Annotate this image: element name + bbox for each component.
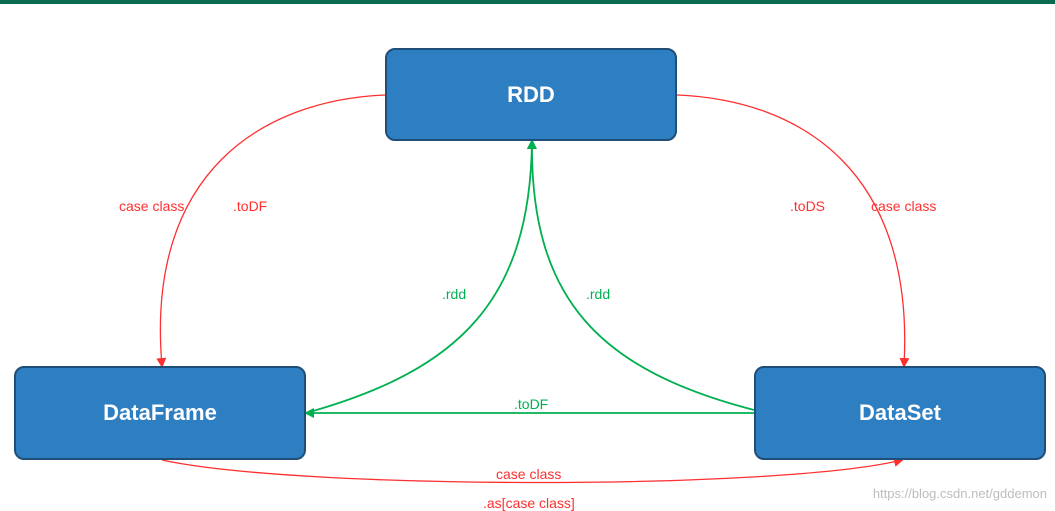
rdd-node: RDD (385, 48, 677, 141)
dataframe-node-label: DataFrame (103, 400, 217, 425)
edge-rdd-to-dataset (676, 94, 910, 368)
edge-label-rdd-df-case-class: case class (119, 198, 185, 214)
edge-label-rdd-ds-case-class: case class (871, 198, 937, 214)
edge-dataframe-to-rdd (305, 139, 537, 414)
dataset-node: DataSet (754, 366, 1046, 460)
edge-label-rdd-df-todf: .toDF (233, 198, 268, 214)
edge-label-ds-df-todf: .toDF (514, 396, 549, 412)
top-accent-bar (0, 0, 1055, 4)
edge-label-df-ds-as: .as[case class] (483, 495, 575, 511)
dataset-node-label: DataSet (859, 400, 941, 425)
edge-label-ds-rdd: .rdd (586, 286, 611, 302)
rdd-node-label: RDD (507, 81, 555, 107)
dataframe-node: DataFrame (14, 366, 306, 460)
edge-label-df-ds-case-class: case class (496, 466, 562, 482)
edge-label-df-rdd: .rdd (442, 286, 467, 302)
edge-dataset-to-rdd (526, 139, 755, 411)
watermark: https://blog.csdn.net/gddemon (872, 486, 1047, 501)
edge-rdd-to-dataframe (156, 94, 386, 368)
edge-dataframe-to-dataset (161, 457, 904, 484)
edge-label-rdd-ds-tods: .toDS (790, 198, 826, 214)
